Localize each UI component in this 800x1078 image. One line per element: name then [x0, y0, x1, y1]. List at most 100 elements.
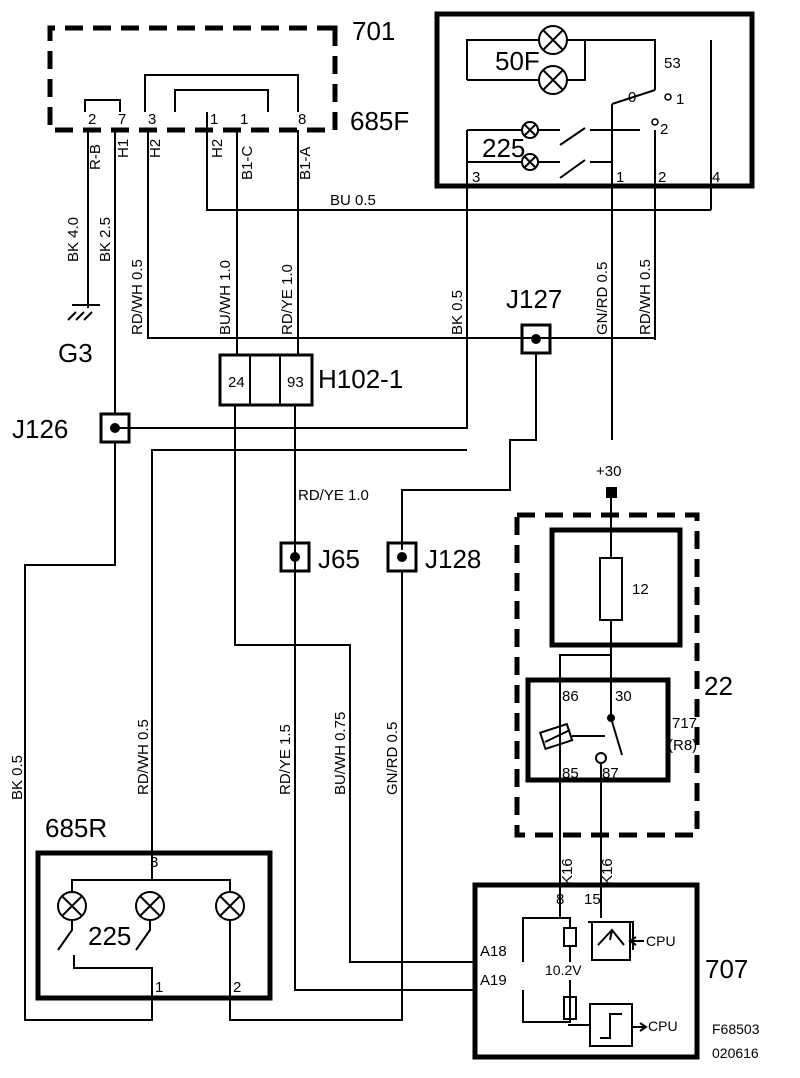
- wire-label-buwh10: BU/WH 1.0: [217, 260, 234, 335]
- sig-B1C: B1-C: [239, 146, 256, 180]
- wire-J127-down: [401, 353, 537, 550]
- relay-contact-87: [595, 752, 607, 764]
- connector-H102: [218, 353, 314, 407]
- ecu-pin-15: 15: [584, 891, 601, 908]
- label-225: 225: [482, 133, 525, 163]
- ecu-cpu-2: CPU: [648, 1018, 678, 1034]
- rear-lamp-3: [215, 891, 245, 921]
- ecu-pin-A19: A19: [480, 972, 507, 989]
- switch-lever: [611, 55, 656, 105]
- ecu-resistor-2: [563, 996, 577, 1020]
- ecu-cpu-arrow-1: [628, 936, 644, 946]
- label-707: 707: [705, 954, 748, 984]
- wire-label-k16b: K16: [599, 858, 616, 885]
- wire-label-rdwh05-mid: RD/WH 0.5: [135, 719, 152, 795]
- ecu-transistor-box: [591, 921, 631, 961]
- wire-label-gnrd05-top: GN/RD 0.5: [594, 262, 611, 335]
- wire-internal-701: [84, 74, 299, 112]
- wire-fuse: [559, 498, 612, 760]
- label-53: 53: [664, 55, 681, 72]
- wire-label-k16a: K16: [559, 858, 576, 885]
- relay-box: [525, 677, 671, 783]
- switch-contact-2: [651, 118, 659, 126]
- wire-label-bk40: BK 4.0: [65, 217, 82, 262]
- sig-H2b: H2: [209, 139, 226, 158]
- switch-contact-1: [664, 93, 672, 101]
- wire-rdwh-top: [147, 130, 655, 339]
- relay-switch: [610, 717, 623, 756]
- wire-label-rdye10-h: RD/YE 1.0: [298, 487, 369, 504]
- wire-bu: [206, 112, 711, 211]
- rear-lamp-1: [57, 891, 87, 921]
- switch-block: [434, 11, 755, 189]
- wire-rdwh-mid: [151, 449, 467, 868]
- footer-code: F68503: [712, 1021, 760, 1037]
- wire-label-bk05-left: BK 0.5: [9, 755, 26, 800]
- label-701: 701: [352, 16, 395, 46]
- sig-H1: H1: [115, 139, 132, 158]
- label-J128: J128: [425, 544, 481, 574]
- wire-relay-out: [559, 760, 602, 890]
- pin-685F-7: 7: [118, 111, 126, 128]
- label-sw2: 2: [660, 121, 668, 138]
- pin-93: 93: [287, 374, 304, 391]
- ecu-voltage: 10.2V: [545, 962, 582, 978]
- wire-gnrd-bot: [229, 571, 403, 1021]
- wire-label-rdye15: RD/YE 1.5: [277, 724, 294, 795]
- relay-pin-87: 87: [602, 765, 619, 782]
- label-J126: J126: [12, 414, 68, 444]
- ecu-cpu-arrow-2: [632, 1022, 648, 1032]
- ecu-resistor-1: [563, 927, 577, 947]
- label-J127: J127: [506, 284, 562, 314]
- wire-225: [467, 104, 640, 179]
- sig-H2a: H2: [147, 139, 164, 158]
- sig-RB: R-B: [87, 144, 104, 170]
- rear-lamp-2: [135, 891, 165, 921]
- label-plus30: +30: [596, 463, 621, 480]
- label-G3: G3: [58, 338, 93, 368]
- relay-coil: [538, 722, 574, 751]
- splice-J127-dot: [531, 334, 541, 344]
- splice-J65: [279, 541, 311, 573]
- ecu-pin-A18: A18: [480, 943, 507, 960]
- module-707: [472, 882, 700, 1060]
- ecu-schmitt-box: [589, 1003, 633, 1047]
- wire-label-rdye10: RD/YE 1.0: [279, 264, 296, 335]
- label-717: 717: [672, 715, 697, 732]
- label-685F: 685F: [350, 106, 409, 136]
- wire-label-bk05-top: BK 0.5: [449, 290, 466, 335]
- ecu-schmitt-sym: [600, 1013, 622, 1039]
- relay-pin-30: 30: [615, 688, 632, 705]
- ecu-internal: [522, 917, 634, 1026]
- fuse-box: [549, 527, 683, 648]
- ecu-transistor-sym: [597, 928, 625, 946]
- label-H102: H102-1: [318, 364, 403, 394]
- pin-24: 24: [228, 374, 245, 391]
- wire-label-bk25: BK 2.5: [97, 217, 114, 262]
- wire-rear-internal: [57, 868, 231, 985]
- housing-701: [47, 25, 338, 133]
- label-term4: 4: [712, 169, 720, 186]
- rear-pin-2: 2: [233, 979, 241, 996]
- splice-J65-dot: [290, 552, 300, 562]
- label-term3: 3: [472, 169, 480, 186]
- terminal-plus30: [606, 487, 617, 498]
- label-term1: 1: [616, 169, 624, 186]
- relay-pin-86: 86: [562, 688, 579, 705]
- label-term2: 2: [658, 169, 666, 186]
- wire-J126-down: [24, 442, 153, 1021]
- rear-label-225: 225: [88, 921, 131, 951]
- wire-bk-switch: [115, 130, 468, 429]
- wire-label-rdwh05-right: RD/WH 0.5: [637, 259, 654, 335]
- wire-50F: [466, 39, 656, 81]
- pin-685F-3: 3: [148, 111, 156, 128]
- label-fuse12: 12: [632, 581, 649, 598]
- relay-contact-30: [607, 714, 615, 722]
- relay-pin-85: 85: [562, 765, 579, 782]
- pin-685F-8: 8: [298, 111, 306, 128]
- wire-label-bu05: BU 0.5: [330, 192, 376, 209]
- wire-ecu-pins: [559, 890, 602, 918]
- lamp-50F-upper: [538, 25, 568, 55]
- label-22: 22: [704, 671, 733, 701]
